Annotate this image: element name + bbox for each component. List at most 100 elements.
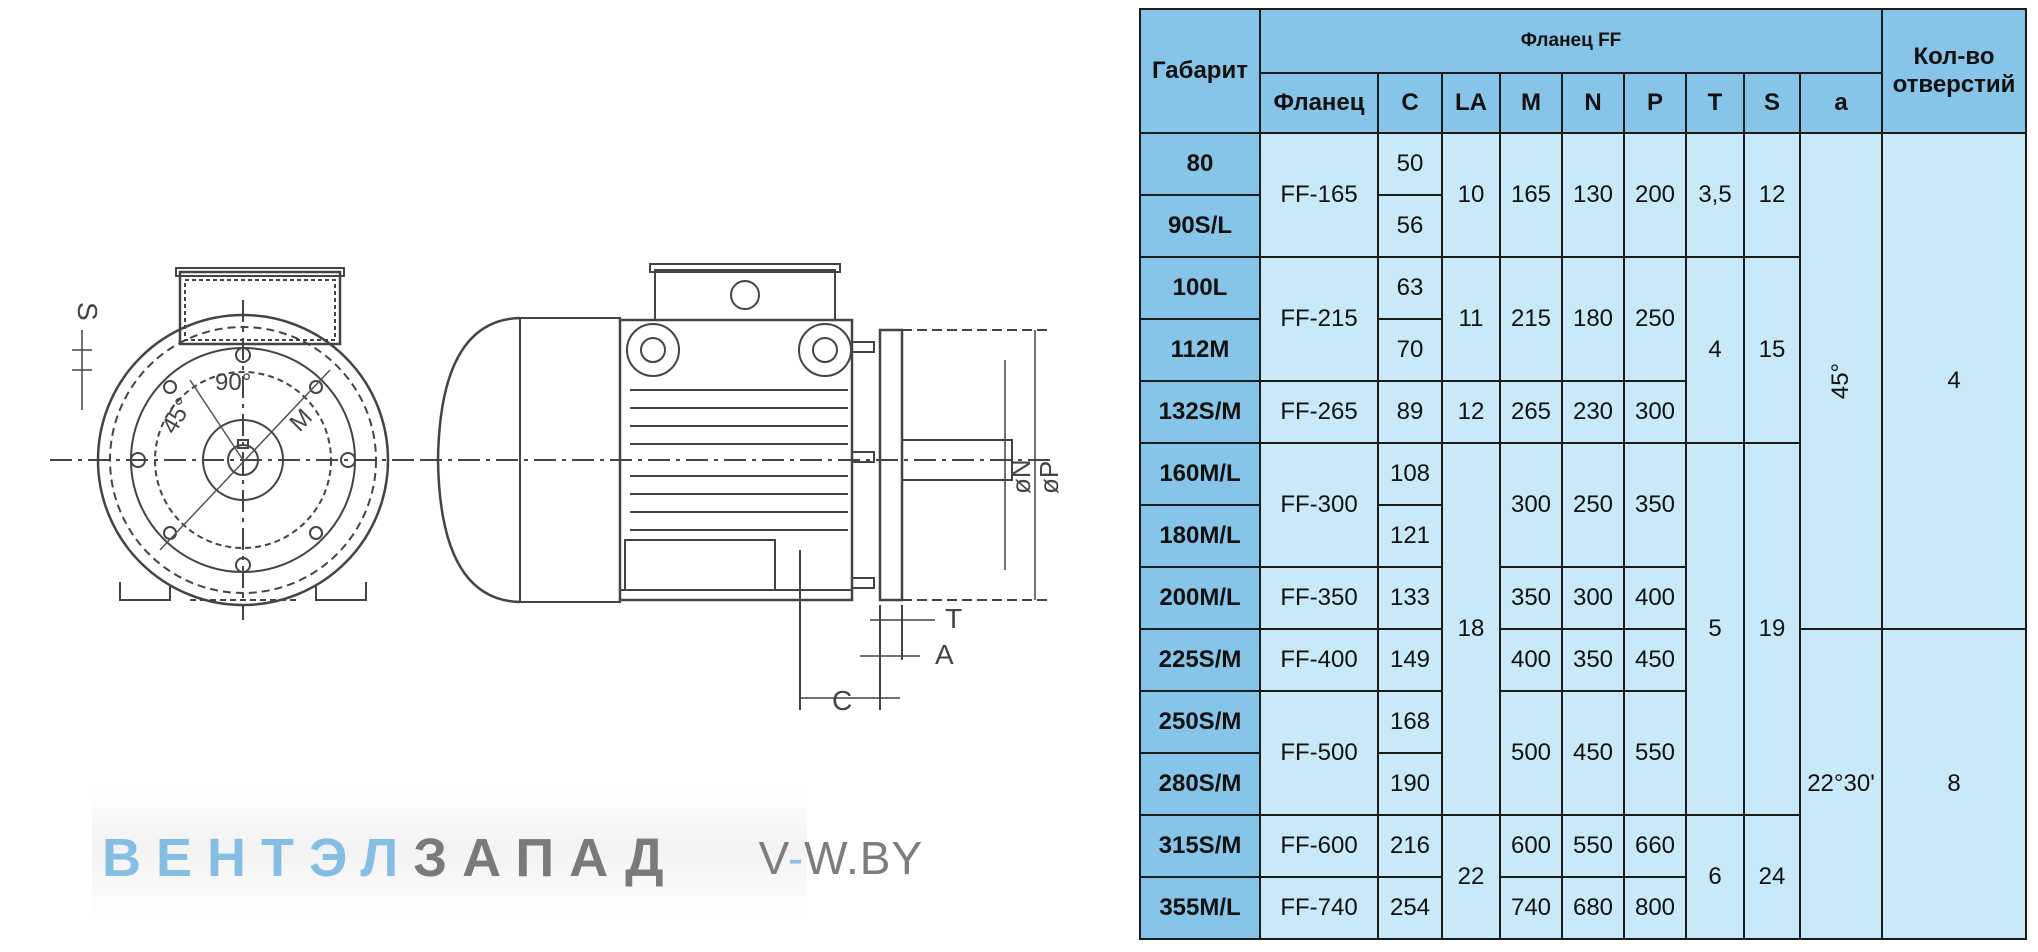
n-cell: 300 <box>1561 566 1625 630</box>
table-row: 100L FF-215 63 11 215 180 250 4 15 <box>1139 256 2026 444</box>
c-cell: 63 <box>1377 256 1443 320</box>
t-cell: 5 <box>1685 442 1745 816</box>
label-a: A <box>935 639 954 670</box>
motor-dimension-drawing: S 45° 90° M øN øP <box>50 263 1064 716</box>
size-cell: 112M <box>1139 318 1261 382</box>
c-cell: 133 <box>1377 566 1443 630</box>
header-n: N <box>1561 72 1625 134</box>
label-90-deg: 90° <box>215 369 251 396</box>
size-cell: 132S/M <box>1139 380 1261 444</box>
c-cell: 89 <box>1377 380 1443 444</box>
table-row: 355M/L FF-740 254 740 680 800 <box>1139 876 2026 940</box>
size-cell: 280S/M <box>1139 752 1261 816</box>
p-cell: 400 <box>1623 566 1687 630</box>
c-cell: 56 <box>1377 194 1443 258</box>
la-cell: 12 <box>1441 380 1501 444</box>
flange-cell: FF-600 <box>1259 814 1379 878</box>
s-cell: 19 <box>1743 442 1801 816</box>
label-p-diameter: øP <box>1034 461 1064 494</box>
flange-cell: FF-500 <box>1259 690 1379 816</box>
c-cell: 168 <box>1377 690 1443 754</box>
la-cell: 22 <box>1441 814 1501 940</box>
m-cell: 215 <box>1499 256 1563 382</box>
p-cell: 350 <box>1623 442 1687 568</box>
header-a: a <box>1799 72 1883 134</box>
table-row: 112M 70 <box>1139 318 2026 382</box>
flange-cell: FF-350 <box>1259 566 1379 630</box>
table-row: 315S/M FF-600 216 22 600 550 660 6 24 <box>1139 814 2026 940</box>
header-s: S <box>1743 72 1801 134</box>
logo-background <box>92 790 807 920</box>
c-cell: 254 <box>1377 876 1443 940</box>
motor-front-view: S 45° 90° M <box>50 267 440 620</box>
angle-value: 45° <box>1826 362 1854 400</box>
header-c: C <box>1377 72 1443 134</box>
size-cell: 355M/L <box>1139 876 1261 940</box>
size-cell: 100L <box>1139 256 1261 320</box>
flange-cell: FF-740 <box>1259 876 1379 940</box>
logo-text-part1: ВЕНТЭЛ <box>102 828 414 888</box>
table-row: 132S/M FF-265 89 12 265 230 300 <box>1139 380 2026 444</box>
la-cell: 18 <box>1441 442 1501 816</box>
size-cell: 225S/M <box>1139 628 1261 692</box>
m-cell: 350 <box>1499 566 1563 630</box>
motor-side-view: øN øP T A C <box>420 263 1064 716</box>
t-cell: 4 <box>1685 256 1745 444</box>
table-header-row-2: Фланец C LA M N P T S a <box>1140 72 2026 134</box>
logo-website-v: V <box>758 832 788 884</box>
p-cell: 450 <box>1623 628 1687 692</box>
table-row: 180M/L 121 <box>1139 504 2026 568</box>
header-t: T <box>1685 72 1745 134</box>
label-s: S <box>72 302 103 321</box>
flange-cell: FF-400 <box>1259 628 1379 692</box>
m-cell: 400 <box>1499 628 1563 692</box>
s-cell: 15 <box>1743 256 1801 444</box>
n-cell: 550 <box>1561 814 1625 878</box>
n-cell: 130 <box>1561 132 1625 258</box>
c-cell: 149 <box>1377 628 1443 692</box>
n-cell: 450 <box>1561 690 1625 816</box>
p-cell: 800 <box>1623 876 1687 940</box>
m-cell: 600 <box>1499 814 1563 878</box>
m-cell: 300 <box>1499 442 1563 568</box>
t-cell: 6 <box>1685 814 1745 940</box>
s-cell: 12 <box>1743 132 1801 258</box>
m-cell: 165 <box>1499 132 1563 258</box>
n-cell: 680 <box>1561 876 1625 940</box>
company-logo: ВЕНТЭЛ ЗАПАД V-W.BY <box>92 790 923 920</box>
m-cell: 500 <box>1499 690 1563 816</box>
header-flange: Фланец <box>1259 72 1379 134</box>
size-cell: 160M/L <box>1139 442 1261 506</box>
p-cell: 250 <box>1623 256 1687 382</box>
n-cell: 250 <box>1561 442 1625 568</box>
la-cell: 11 <box>1441 256 1501 382</box>
p-cell: 660 <box>1623 814 1687 878</box>
n-cell: 230 <box>1561 380 1625 444</box>
angle-cell: 22°30' <box>1799 628 1883 940</box>
p-cell: 200 <box>1623 132 1687 258</box>
header-m: M <box>1499 72 1563 134</box>
s-cell: 24 <box>1743 814 1801 940</box>
holes-cell: 8 <box>1881 628 2027 940</box>
t-cell: 3,5 <box>1685 132 1745 258</box>
holes-cell: 4 <box>1881 132 2027 630</box>
flange-cell: FF-265 <box>1259 380 1379 444</box>
c-cell: 70 <box>1377 318 1443 382</box>
header-la: LA <box>1441 72 1501 134</box>
c-cell: 50 <box>1377 132 1443 196</box>
size-cell: 315S/M <box>1139 814 1261 878</box>
logo-text-part2: ЗАПАД <box>413 828 679 888</box>
table-row: 200M/L FF-350 133 350 300 400 <box>1139 566 2026 630</box>
p-cell: 300 <box>1623 380 1687 444</box>
label-t: T <box>945 603 962 634</box>
label-c: C <box>832 685 852 716</box>
flange-cell: FF-215 <box>1259 256 1379 382</box>
table-row: 90S/L 56 <box>1139 194 2026 258</box>
table-header-row-1: Габарит Фланец FF Кол-во отверстий <box>1139 8 2027 134</box>
size-cell: 180M/L <box>1139 504 1261 568</box>
table-row: 250S/M FF-500 168 500 450 550 <box>1139 690 2026 816</box>
m-cell: 265 <box>1499 380 1563 444</box>
logo-website-dash: - <box>787 832 805 884</box>
flange-cell: FF-165 <box>1259 132 1379 258</box>
label-m: M <box>285 404 318 437</box>
